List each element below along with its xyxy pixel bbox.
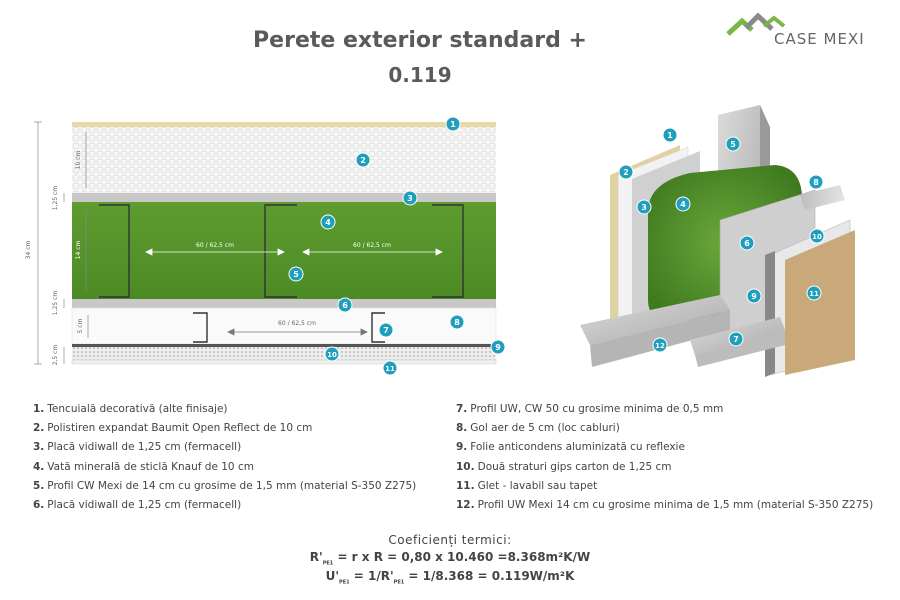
iso-marker-9: 9 bbox=[746, 288, 762, 304]
svg-text:11: 11 bbox=[385, 365, 395, 373]
legend-item: 11.Glet - lavabil sau tapet bbox=[456, 479, 598, 492]
dim-gypsum: 2,5 cm bbox=[52, 345, 59, 366]
logo-text: CASE MEXI bbox=[774, 30, 865, 48]
legend-item: 9.Folie anticondens aluminizată cu refle… bbox=[456, 441, 685, 454]
svg-text:3: 3 bbox=[407, 194, 413, 203]
foil-layer bbox=[72, 344, 496, 347]
legend-item: 10.Două straturi gips carton de 1,25 cm bbox=[456, 460, 672, 473]
marker-2: 2 bbox=[355, 152, 371, 168]
svg-text:10: 10 bbox=[812, 233, 822, 241]
wall-cross-section: 34 cm 10 cm 1,25 cm 14 cm 1,25 cm 5 cm 2… bbox=[0, 110, 520, 384]
dim-board-bottom: 1,25 cm bbox=[52, 291, 59, 316]
page-title: Perete exterior standard + bbox=[253, 28, 587, 53]
marker-4: 4 bbox=[320, 214, 336, 230]
svg-text:1: 1 bbox=[450, 120, 456, 129]
spacing-label-2: 60 / 62,5 cm bbox=[353, 242, 391, 249]
uw-profiles bbox=[193, 312, 385, 343]
page-subtitle: 0.119 bbox=[388, 63, 452, 87]
dim-air: 5 cm bbox=[77, 318, 84, 333]
legend-item: 5.Profil CW Mexi de 14 cm cu grosime de … bbox=[33, 479, 417, 492]
svg-text:3: 3 bbox=[641, 203, 647, 212]
polystyrene-layer bbox=[72, 127, 496, 193]
legend-item: 4.Vată minerală de sticlă Knauf de 10 cm bbox=[33, 460, 254, 473]
marker-11: 11 bbox=[382, 360, 398, 376]
svg-text:1: 1 bbox=[667, 131, 673, 140]
insulation-layer bbox=[72, 202, 496, 299]
dim-profile: 14 cm bbox=[75, 241, 82, 260]
svg-text:9: 9 bbox=[751, 292, 757, 301]
iso-plaster bbox=[785, 230, 855, 375]
svg-text:5: 5 bbox=[730, 140, 736, 149]
iso-marker-12: 12 bbox=[652, 337, 668, 353]
svg-text:11: 11 bbox=[809, 290, 819, 298]
wall-isometric-view: 1 2 3 4 5 6 7 8 9 10 11 12 bbox=[570, 105, 870, 389]
iso-marker-5: 5 bbox=[725, 136, 741, 152]
coefficient-r: R'PE1 = r x R = 0,80 x 10.460 =8.368m²K/… bbox=[309, 550, 591, 567]
iso-marker-4: 4 bbox=[675, 196, 691, 212]
dim-total: 34 cm bbox=[25, 241, 32, 260]
board-layer-bottom bbox=[72, 299, 496, 308]
legend-right: 7.Profil UW, CW 50 cu grosime minima de … bbox=[456, 400, 873, 515]
svg-text:7: 7 bbox=[733, 335, 739, 344]
iso-marker-8: 8 bbox=[808, 174, 824, 190]
house-roof-icon: CASE MEXI bbox=[726, 12, 865, 48]
svg-text:7: 7 bbox=[383, 326, 389, 335]
iso-marker-1: 1 bbox=[662, 127, 678, 143]
cw-profiles bbox=[99, 204, 464, 298]
svg-text:4: 4 bbox=[325, 218, 331, 227]
marker-9: 9 bbox=[490, 339, 506, 355]
svg-text:6: 6 bbox=[342, 301, 348, 310]
iso-marker-7: 7 bbox=[728, 331, 744, 347]
svg-text:8: 8 bbox=[454, 318, 460, 327]
spacing-label-1: 60 / 62,5 cm bbox=[196, 242, 234, 249]
dim-polystyrene: 10 cm bbox=[75, 151, 82, 170]
legend-left: 1.Tencuială decorativă (alte finisaje) 2… bbox=[33, 400, 416, 515]
svg-text:2: 2 bbox=[360, 156, 366, 165]
iso-marker-6: 6 bbox=[739, 235, 755, 251]
svg-text:4: 4 bbox=[680, 200, 686, 209]
legend-item: 3.Placă vidiwall de 1,25 cm (fermacell) bbox=[33, 441, 242, 454]
iso-uw-profile bbox=[580, 295, 730, 345]
marker-7: 7 bbox=[378, 322, 394, 338]
iso-marker-11: 11 bbox=[806, 285, 822, 301]
legend-item: 2.Polistiren expandat Baumit Open Reflec… bbox=[33, 422, 313, 435]
spacing-label-3: 60 / 62,5 cm bbox=[278, 320, 316, 327]
legend-item: 12.Profil UW Mexi 14 cm cu grosime minim… bbox=[456, 498, 874, 511]
gypsum-layer bbox=[72, 347, 496, 360]
svg-text:6: 6 bbox=[744, 239, 750, 248]
dim-board-top: 1,25 cm bbox=[52, 186, 59, 211]
svg-text:10: 10 bbox=[327, 351, 337, 359]
board-layer-top bbox=[72, 193, 496, 202]
marker-3: 3 bbox=[402, 190, 418, 206]
coefficient-u: U'PE1 = 1/R'PE1 = 1/8.368 = 0.119W/m²K bbox=[325, 569, 575, 586]
svg-text:8: 8 bbox=[813, 178, 819, 187]
iso-marker-10: 10 bbox=[809, 228, 825, 244]
coefficients-title: Coeficienți termici: bbox=[388, 533, 512, 547]
svg-text:9: 9 bbox=[495, 343, 501, 352]
marker-5: 5 bbox=[288, 266, 304, 282]
render-layer bbox=[72, 122, 496, 127]
marker-8: 8 bbox=[449, 314, 465, 330]
iso-marker-3: 3 bbox=[636, 199, 652, 215]
legend-item: 1.Tencuială decorativă (alte finisaje) bbox=[33, 403, 228, 415]
iso-marker-2: 2 bbox=[618, 164, 634, 180]
svg-text:12: 12 bbox=[655, 342, 665, 350]
svg-text:2: 2 bbox=[623, 168, 629, 177]
marker-6: 6 bbox=[337, 297, 353, 313]
marker-10: 10 bbox=[324, 346, 340, 362]
plaster-layer bbox=[71, 359, 497, 365]
legend-item: 6.Placă vidiwall de 1,25 cm (fermacell) bbox=[33, 498, 242, 511]
svg-text:5: 5 bbox=[293, 270, 299, 279]
marker-1: 1 bbox=[445, 116, 461, 132]
air-gap-layer bbox=[71, 307, 497, 345]
legend-item: 8.Gol aer de 5 cm (loc cabluri) bbox=[456, 422, 620, 435]
logo: CASE MEXI bbox=[722, 12, 892, 52]
legend-item: 7.Profil UW, CW 50 cu grosime minima de … bbox=[456, 403, 724, 415]
